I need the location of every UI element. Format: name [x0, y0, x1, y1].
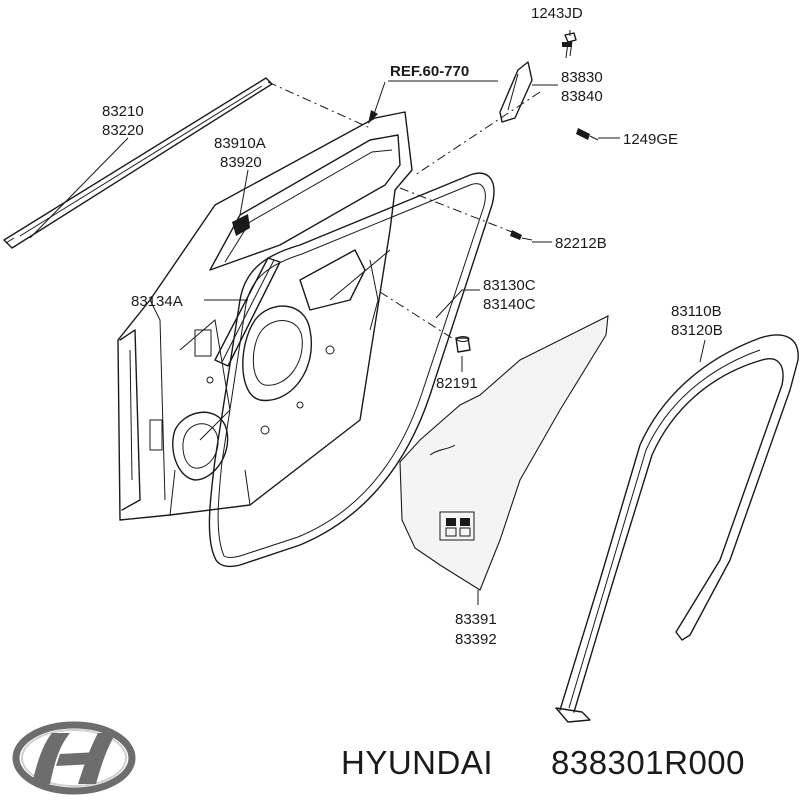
- part-labels: 1243JD REF.60-770 83830 83840 1249GE 832…: [102, 5, 723, 648]
- label-83110b: 83110B: [671, 303, 722, 320]
- door-panel: [117, 111, 413, 521]
- reference-lines: [267, 81, 541, 341]
- garnish-83830: [499, 61, 533, 123]
- label-83392: 83392: [455, 631, 497, 648]
- leader-lines: [29, 30, 706, 605]
- label-83120b: 83120B: [671, 322, 723, 339]
- label-82191: 82191: [436, 375, 478, 392]
- window-glass-run: [555, 334, 799, 723]
- brand-name: HYUNDAI: [341, 744, 493, 781]
- grommet-82191: [455, 336, 471, 353]
- clip-82212b: [510, 230, 533, 241]
- screw-1249ge: [576, 128, 599, 141]
- part-number: 838301R000: [551, 744, 745, 781]
- belt-moulding-strip: [3, 77, 273, 249]
- label-1249ge: 1249GE: [623, 131, 678, 148]
- label-82212b: 82212B: [555, 235, 607, 252]
- bolt-1243jd: [562, 32, 577, 59]
- door-trim-sheet: [399, 315, 609, 591]
- hyundai-logo-icon: [12, 721, 136, 795]
- label-83830: 83830: [561, 69, 603, 86]
- label-83134a: 83134A: [131, 293, 183, 310]
- rear-window-channel: [214, 257, 281, 367]
- label-83840: 83840: [561, 88, 603, 105]
- label-1243jd: 1243JD: [531, 5, 583, 22]
- label-83140c: 83140C: [483, 296, 536, 313]
- label-83220: 83220: [102, 122, 144, 139]
- label-83920: 83920: [220, 154, 262, 171]
- label-83391: 83391: [455, 611, 497, 628]
- label-83910a: 83910A: [214, 135, 266, 152]
- label-83130c: 83130C: [483, 277, 536, 294]
- label-83210: 83210: [102, 103, 144, 120]
- door-weatherstrip: [208, 172, 495, 568]
- label-ref-60-770: REF.60-770: [390, 63, 469, 80]
